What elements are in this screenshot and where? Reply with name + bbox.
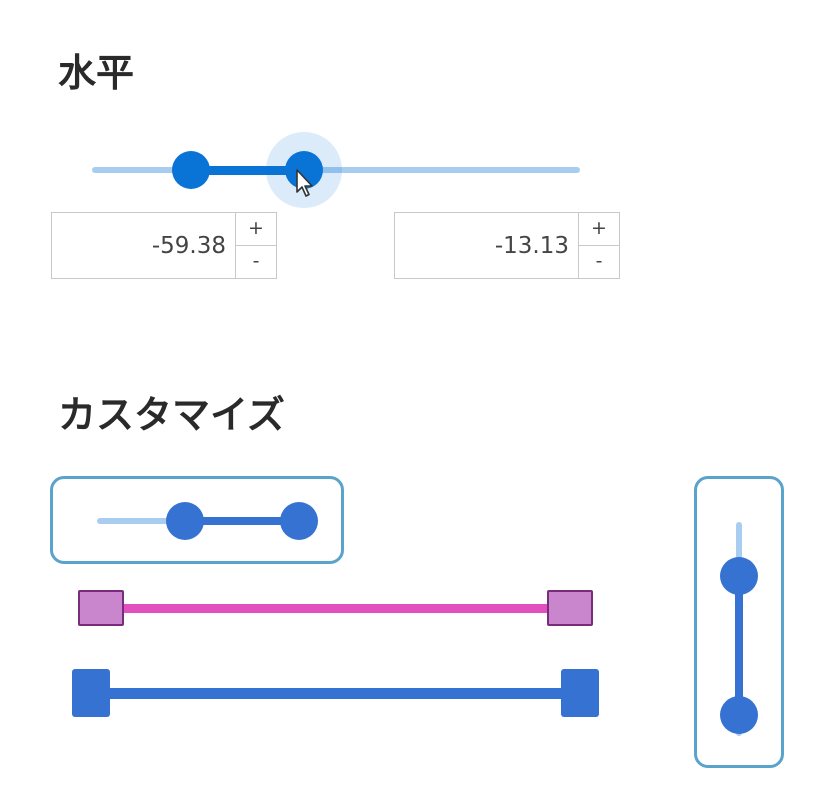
max-decrement-button[interactable]: - [595,250,603,272]
max-value-spinbox[interactable]: + - [394,212,620,279]
pink-slider-thumb-low[interactable] [78,590,124,626]
vertical-slider-selected-range [735,575,743,715]
pink-slider-thumb-high[interactable] [547,590,593,626]
slider-thumb-low[interactable] [172,151,211,189]
vertical-slider-thumb-low[interactable] [720,695,758,734]
section-title-horizontal: 水平 [58,51,135,95]
max-spin-buttons: + - [578,213,619,278]
min-decrement-button[interactable]: - [252,250,260,272]
vertical-slider-thumb-high[interactable] [720,556,758,595]
min-spin-buttons: + - [235,213,276,278]
min-value-spinbox[interactable]: + - [51,212,277,279]
section-title-custom: カスタマイズ [58,393,285,437]
min-increment-button[interactable]: + [236,213,276,246]
pink-slider-track[interactable] [101,603,570,613]
slider-selected-range [191,166,304,175]
blue-slider-track[interactable] [91,687,580,699]
horizontal-range-slider[interactable] [88,130,588,210]
max-increment-button[interactable]: + [579,213,619,246]
min-value-input[interactable] [52,213,236,278]
boxed-slider-selected-range [185,517,300,525]
max-value-input[interactable] [395,213,579,278]
boxed-slider-thumb-low[interactable] [166,502,204,540]
boxed-slider-thumb-high[interactable] [280,502,319,540]
blue-slider-thumb-high[interactable] [561,669,599,717]
blue-slider-thumb-low[interactable] [72,669,110,717]
custom-boxed-slider-frame [50,476,344,564]
mouse-pointer-icon [296,169,313,197]
slider-rail[interactable] [92,167,580,173]
custom-vertical-slider-frame [694,476,784,768]
